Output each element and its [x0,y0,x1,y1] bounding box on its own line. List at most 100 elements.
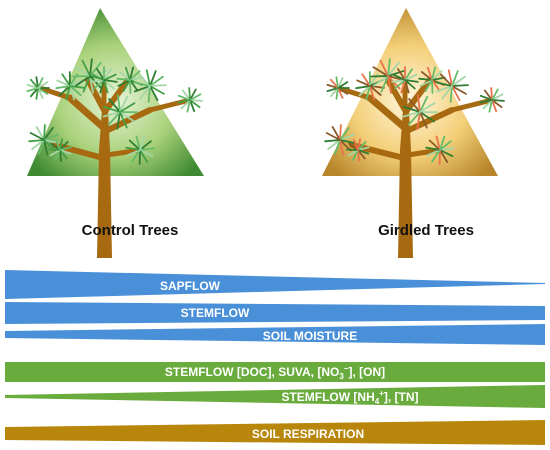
needle [369,85,385,89]
needle [439,147,455,151]
needle [451,70,459,87]
needle [327,139,341,151]
needle [189,99,196,113]
needle [416,94,421,113]
needle [26,87,39,92]
needle [397,68,406,81]
needle [451,75,466,87]
needle [441,85,453,100]
needle [119,95,129,113]
needle [435,135,441,151]
needle [387,75,392,94]
needle [65,85,71,101]
needle [149,84,167,87]
needle [337,77,344,89]
needle [93,79,105,90]
needle [189,88,197,101]
needle [149,70,157,87]
girdled-canopy [322,8,498,176]
sapflow-label: SAPFLOW [160,279,221,293]
needle [424,79,433,93]
needle [431,79,441,92]
soil-respiration-label: SOIL RESPIRATION [252,427,364,441]
needle [346,148,359,151]
needle [103,79,109,94]
needle [59,141,69,151]
needle [491,88,499,101]
needle [418,77,433,81]
needle [394,79,406,90]
needle [451,85,461,102]
needle [29,132,45,141]
needle [339,127,350,141]
needle [59,149,62,162]
needle [372,66,389,77]
needle [439,149,449,163]
needle [37,87,44,99]
needle [125,146,141,151]
needle [69,85,82,96]
needle [102,106,121,113]
needle [38,139,45,156]
needle [119,111,128,129]
needle [439,135,446,151]
needle [404,73,418,81]
needle [431,70,443,81]
needle [400,79,406,94]
needle [379,59,389,77]
needle [82,75,91,93]
needle [49,149,61,157]
needle [339,139,356,144]
needle [356,79,371,87]
needle [139,140,152,151]
needle [69,79,84,87]
needle [337,81,349,89]
needle [177,94,191,101]
needle [425,146,441,151]
needle [369,85,382,96]
needle [129,79,132,94]
needle [428,139,441,151]
needle [116,77,131,81]
needle [431,149,441,163]
needle [102,111,121,118]
needle [96,68,105,81]
needle [352,149,359,161]
soil-moisture-wedge [5,324,545,345]
needle [103,68,112,81]
needle [426,66,433,81]
needle [107,111,121,126]
needle [483,89,493,101]
needle [55,85,71,90]
needle [29,87,39,98]
needle [74,66,91,77]
needle [335,76,339,89]
needle [435,81,453,87]
control-tree [26,8,204,258]
needle [59,149,68,160]
needle [402,111,421,118]
needle [426,149,441,157]
needle [431,66,437,81]
needle [43,127,54,141]
girdled-tree [322,8,505,258]
needle [329,87,339,98]
needle [103,73,117,81]
needle [37,77,44,89]
girdled-needle-clusters [324,58,505,165]
needle [491,99,505,102]
needle [116,111,121,130]
needle [37,81,49,89]
needle [451,84,469,87]
needle [103,79,118,83]
needle [451,85,467,95]
needle [435,85,453,93]
needle [335,87,339,100]
needle [118,71,131,81]
needle [137,73,151,87]
needle [133,81,151,87]
needle [48,148,61,151]
needle [357,149,361,162]
needle [490,87,493,101]
needle [488,99,493,113]
